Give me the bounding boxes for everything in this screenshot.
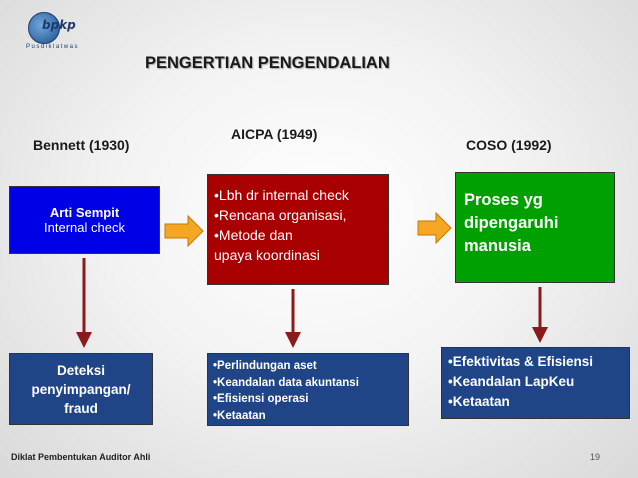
down-arrow-icon [532, 287, 548, 343]
bennett-result-box: Deteksi penyimpangan/ fraud [9, 353, 153, 425]
aicpa-box-line: upaya koordinasi [214, 247, 320, 263]
coso-result-line: •Efektivitas & Efisiensi [448, 354, 594, 369]
coso-result-box: •Efektivitas & Efisiensi •Keandalan LapK… [441, 347, 630, 419]
bennett-result-line: fraud [64, 400, 98, 416]
bennett-result-line: Deteksi [56, 362, 105, 378]
down-arrow-icon [285, 289, 301, 348]
page-number: 19 [590, 452, 601, 462]
coso-box: Proses yg dipengaruhi manusia [455, 172, 615, 283]
footer-text: Diklat Pembentukan Auditor Ahli [11, 452, 151, 462]
logo-emblem-icon [28, 12, 60, 44]
bennett-box-line: Arti Sempit [49, 205, 120, 220]
aicpa-result-box: •Perlindungan aset •Keandalan data akunt… [207, 353, 409, 426]
coso-box-line: Proses yg [464, 191, 543, 209]
label-bennett: Bennett (1930) [33, 137, 130, 153]
aicpa-box: •Lbh dr internal check •Rencana organisa… [207, 174, 389, 285]
aicpa-result-line: •Keandalan data akuntansi [213, 376, 359, 389]
logo-text: bpkp [42, 18, 76, 32]
label-aicpa: AICPA (1949) [231, 126, 318, 142]
aicpa-box-line: •Rencana organisasi, [214, 207, 347, 223]
bennett-box: Arti Sempit Internal check [9, 186, 160, 254]
slide-title: PENGERTIAN PENGENDALIAN [145, 54, 390, 72]
coso-box-line: dipengaruhi [464, 214, 559, 232]
bennett-result-line: penyimpangan/ [31, 381, 131, 397]
aicpa-result-line: •Ketaatan [213, 409, 266, 422]
down-arrow-icon [76, 258, 92, 348]
right-arrow-icon [417, 211, 452, 245]
aicpa-box-line: •Lbh dr internal check [214, 187, 349, 203]
coso-box-line: manusia [464, 237, 531, 255]
coso-result-line: •Ketaatan [448, 394, 510, 409]
logo-subtitle: Pusdiklatwas [26, 44, 80, 50]
right-arrow-icon [164, 214, 204, 248]
aicpa-result-line: •Perlindungan aset [213, 360, 317, 372]
bpkp-logo: bpkp Pusdiklatwas [18, 10, 98, 50]
bennett-box-line: Internal check [44, 220, 125, 235]
label-coso: COSO (1992) [466, 137, 552, 153]
aicpa-result-line: •Efisiensi operasi [213, 393, 309, 405]
aicpa-box-line: •Metode dan [214, 227, 293, 243]
coso-result-line: •Keandalan LapKeu [448, 374, 575, 389]
